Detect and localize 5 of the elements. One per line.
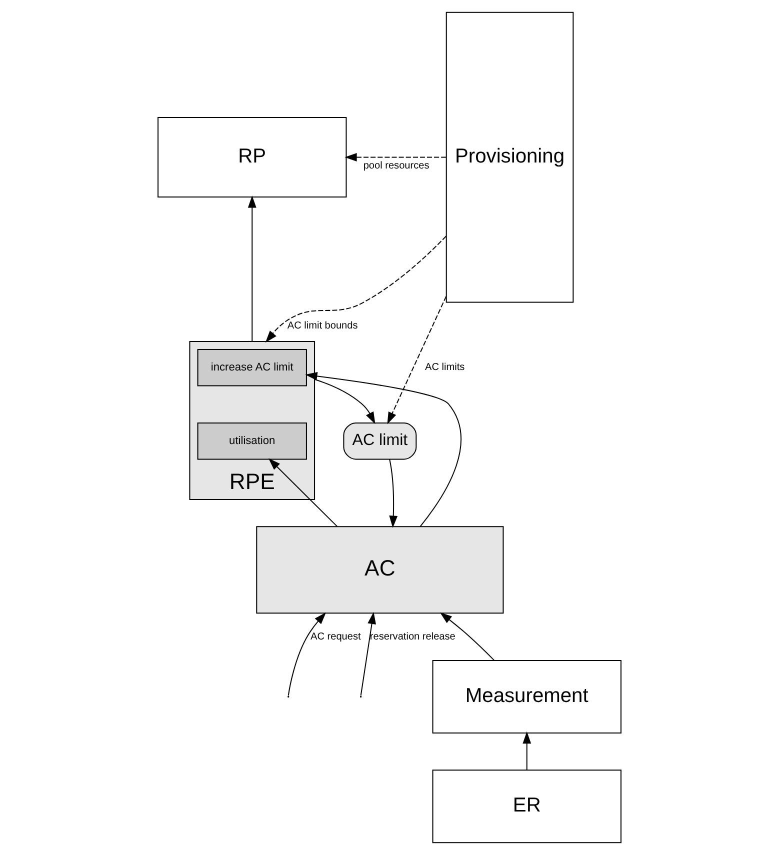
edge-label: AC limits (425, 362, 465, 374)
edge-label: AC request (310, 631, 361, 642)
edge-label: pool resources (363, 160, 430, 172)
edge-label: reservation release (370, 631, 456, 642)
edge-label: AC limit bounds (287, 320, 358, 332)
